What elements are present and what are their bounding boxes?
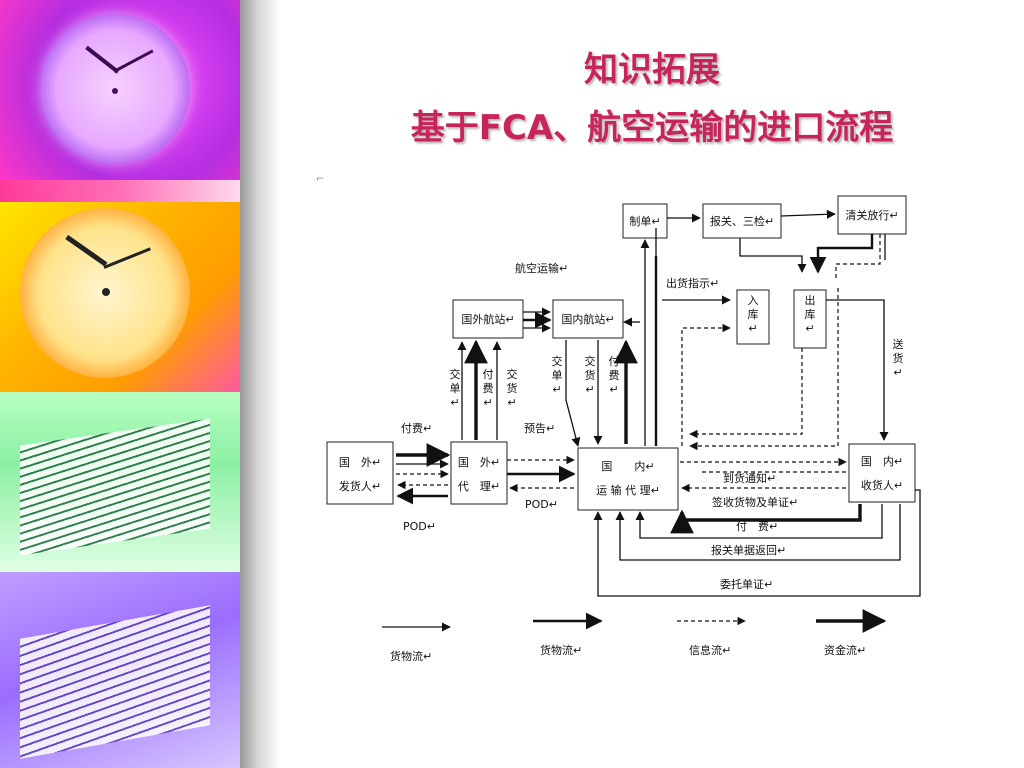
node-ruku: 入 库 ↵ [736, 289, 770, 345]
svg-text:入: 入 [748, 294, 759, 307]
label-fufei-1: 付 费 ↵ [483, 368, 494, 409]
label-fufei-left: 付费↵ [401, 422, 432, 435]
svg-text:国 外↵: 国 外↵ [458, 456, 500, 469]
svg-text:国 内↵: 国 内↵ [601, 459, 654, 473]
legend-item-dashed: 信息流↵ [677, 616, 746, 657]
svg-text:费: 费 [483, 382, 494, 395]
label-pod-1: POD↵ [403, 520, 436, 533]
svg-text:清关放行↵: 清关放行↵ [845, 208, 898, 222]
svg-text:货: 货 [507, 381, 518, 395]
svg-text:货物流↵: 货物流↵ [390, 649, 432, 663]
svg-text:费: 费 [609, 369, 620, 382]
legend-item-thin: 货物流↵ [382, 622, 451, 663]
svg-text:制单↵: 制单↵ [629, 215, 660, 228]
node-guonei-shouhuoren: 国 内↵ 收货人↵ [848, 443, 916, 503]
svg-text:交: 交 [552, 354, 563, 368]
label-baoguan-fanhui: 报关单据返回↵ [711, 543, 786, 557]
svg-text:交: 交 [450, 367, 461, 381]
label-fufei-2: 付 费 ↵ [609, 355, 620, 396]
label-songhuo: 送 货 ↵ [893, 337, 904, 379]
node-zhidan: 制单↵ [622, 203, 668, 239]
label-hangkong-yunshu: 航空运输↵ [515, 261, 568, 275]
purple-paper-stack-image [0, 572, 240, 768]
node-qingguan-fangxing: 清关放行↵ [837, 195, 907, 235]
label-jiaohuo-1: 交 货 ↵ [507, 367, 518, 409]
svg-text:代 理↵: 代 理↵ [458, 480, 500, 493]
node-baoguan-sanjian: 报关、三检↵ [702, 203, 782, 239]
label-chuhuo-zhishi: 出货指示↵ [666, 276, 719, 290]
svg-text:报关、三检↵: 报关、三检↵ [710, 214, 774, 228]
svg-text:货: 货 [585, 368, 596, 382]
slide-title-line-1: 知识拓展 [584, 50, 720, 90]
svg-text:↵: ↵ [805, 322, 814, 335]
label-jiaohuo-2: 交 货 ↵ [585, 354, 596, 396]
svg-text:单: 单 [450, 382, 461, 395]
label-jiaodan-1: 交 单 ↵ [450, 367, 461, 409]
legend-item-thick: 资金流↵ [816, 609, 887, 657]
corner-mark: ⌐ [316, 174, 325, 185]
node-guonei-hangzhan: 国内航站↵ [552, 299, 624, 339]
green-paper-stack-image [0, 392, 240, 572]
node-chuku: 出 库 ↵ [793, 289, 827, 349]
svg-text:国外航站↵: 国外航站↵ [461, 312, 514, 326]
label-fu-fei: 付 费↵ [736, 520, 778, 533]
node-guowai-fahuoren: 国 外↵ 发货人↵ [326, 441, 394, 505]
svg-text:出: 出 [805, 293, 816, 307]
svg-text:信息流↵: 信息流↵ [689, 643, 731, 657]
label-weituo-danzheng: 委托单证↵ [720, 577, 773, 591]
svg-text:库: 库 [748, 308, 759, 321]
svg-text:收货人↵: 收货人↵ [861, 478, 903, 492]
label-pod-2: POD↵ [525, 498, 558, 511]
svg-text:↵: ↵ [893, 366, 902, 379]
svg-text:发货人↵: 发货人↵ [339, 479, 381, 493]
svg-text:付: 付 [609, 355, 620, 368]
svg-text:资金流↵: 资金流↵ [824, 643, 866, 657]
svg-text:↵: ↵ [507, 396, 516, 409]
svg-text:↵: ↵ [585, 383, 594, 396]
svg-text:↵: ↵ [552, 383, 561, 396]
yellow-clock-image [0, 202, 240, 392]
label-qianshou: 签收货物及单证↵ [712, 495, 798, 509]
legend: 货物流↵ 货物流↵ 信息流↵ 资金流↵ [382, 609, 887, 663]
strip-shadow [240, 0, 280, 768]
svg-text:交: 交 [507, 367, 518, 381]
node-guowai-daili: 国 外↵ 代 理↵ [450, 441, 508, 505]
slide-title-line-2: 基于FCA、航空运输的进口流程 [410, 108, 894, 148]
svg-text:单: 单 [552, 369, 563, 382]
label-daohuo-tongzhi: 到货通知↵ [723, 471, 776, 485]
svg-text:送: 送 [893, 337, 904, 351]
node-guowai-hangzhan: 国外航站↵ [452, 299, 524, 339]
svg-text:↵: ↵ [483, 396, 492, 409]
purple-clock-image [0, 0, 240, 180]
svg-text:付: 付 [483, 368, 494, 381]
label-yugao: 预告↵ [524, 422, 555, 435]
label-jiaodan-2: 交 单 ↵ [552, 354, 563, 396]
pink-band [0, 180, 240, 202]
svg-text:国 内↵: 国 内↵ [861, 454, 903, 468]
svg-text:↵: ↵ [450, 396, 459, 409]
svg-text:↵: ↵ [609, 383, 618, 396]
svg-text:国 外↵: 国 外↵ [339, 456, 381, 469]
node-guonei-yunshu-daili: 国 内↵ 运 输 代 理↵ [577, 447, 679, 511]
svg-text:国内航站↵: 国内航站↵ [561, 312, 614, 326]
svg-text:货: 货 [893, 351, 904, 365]
svg-text:↵: ↵ [748, 322, 757, 335]
svg-text:货物流↵: 货物流↵ [540, 643, 582, 657]
decorative-image-strip [0, 0, 240, 768]
svg-text:交: 交 [585, 354, 596, 368]
svg-text:运 输 代 理↵: 运 输 代 理↵ [596, 483, 660, 497]
legend-item-medium: 货物流↵ [533, 612, 603, 657]
svg-text:库: 库 [805, 308, 816, 321]
